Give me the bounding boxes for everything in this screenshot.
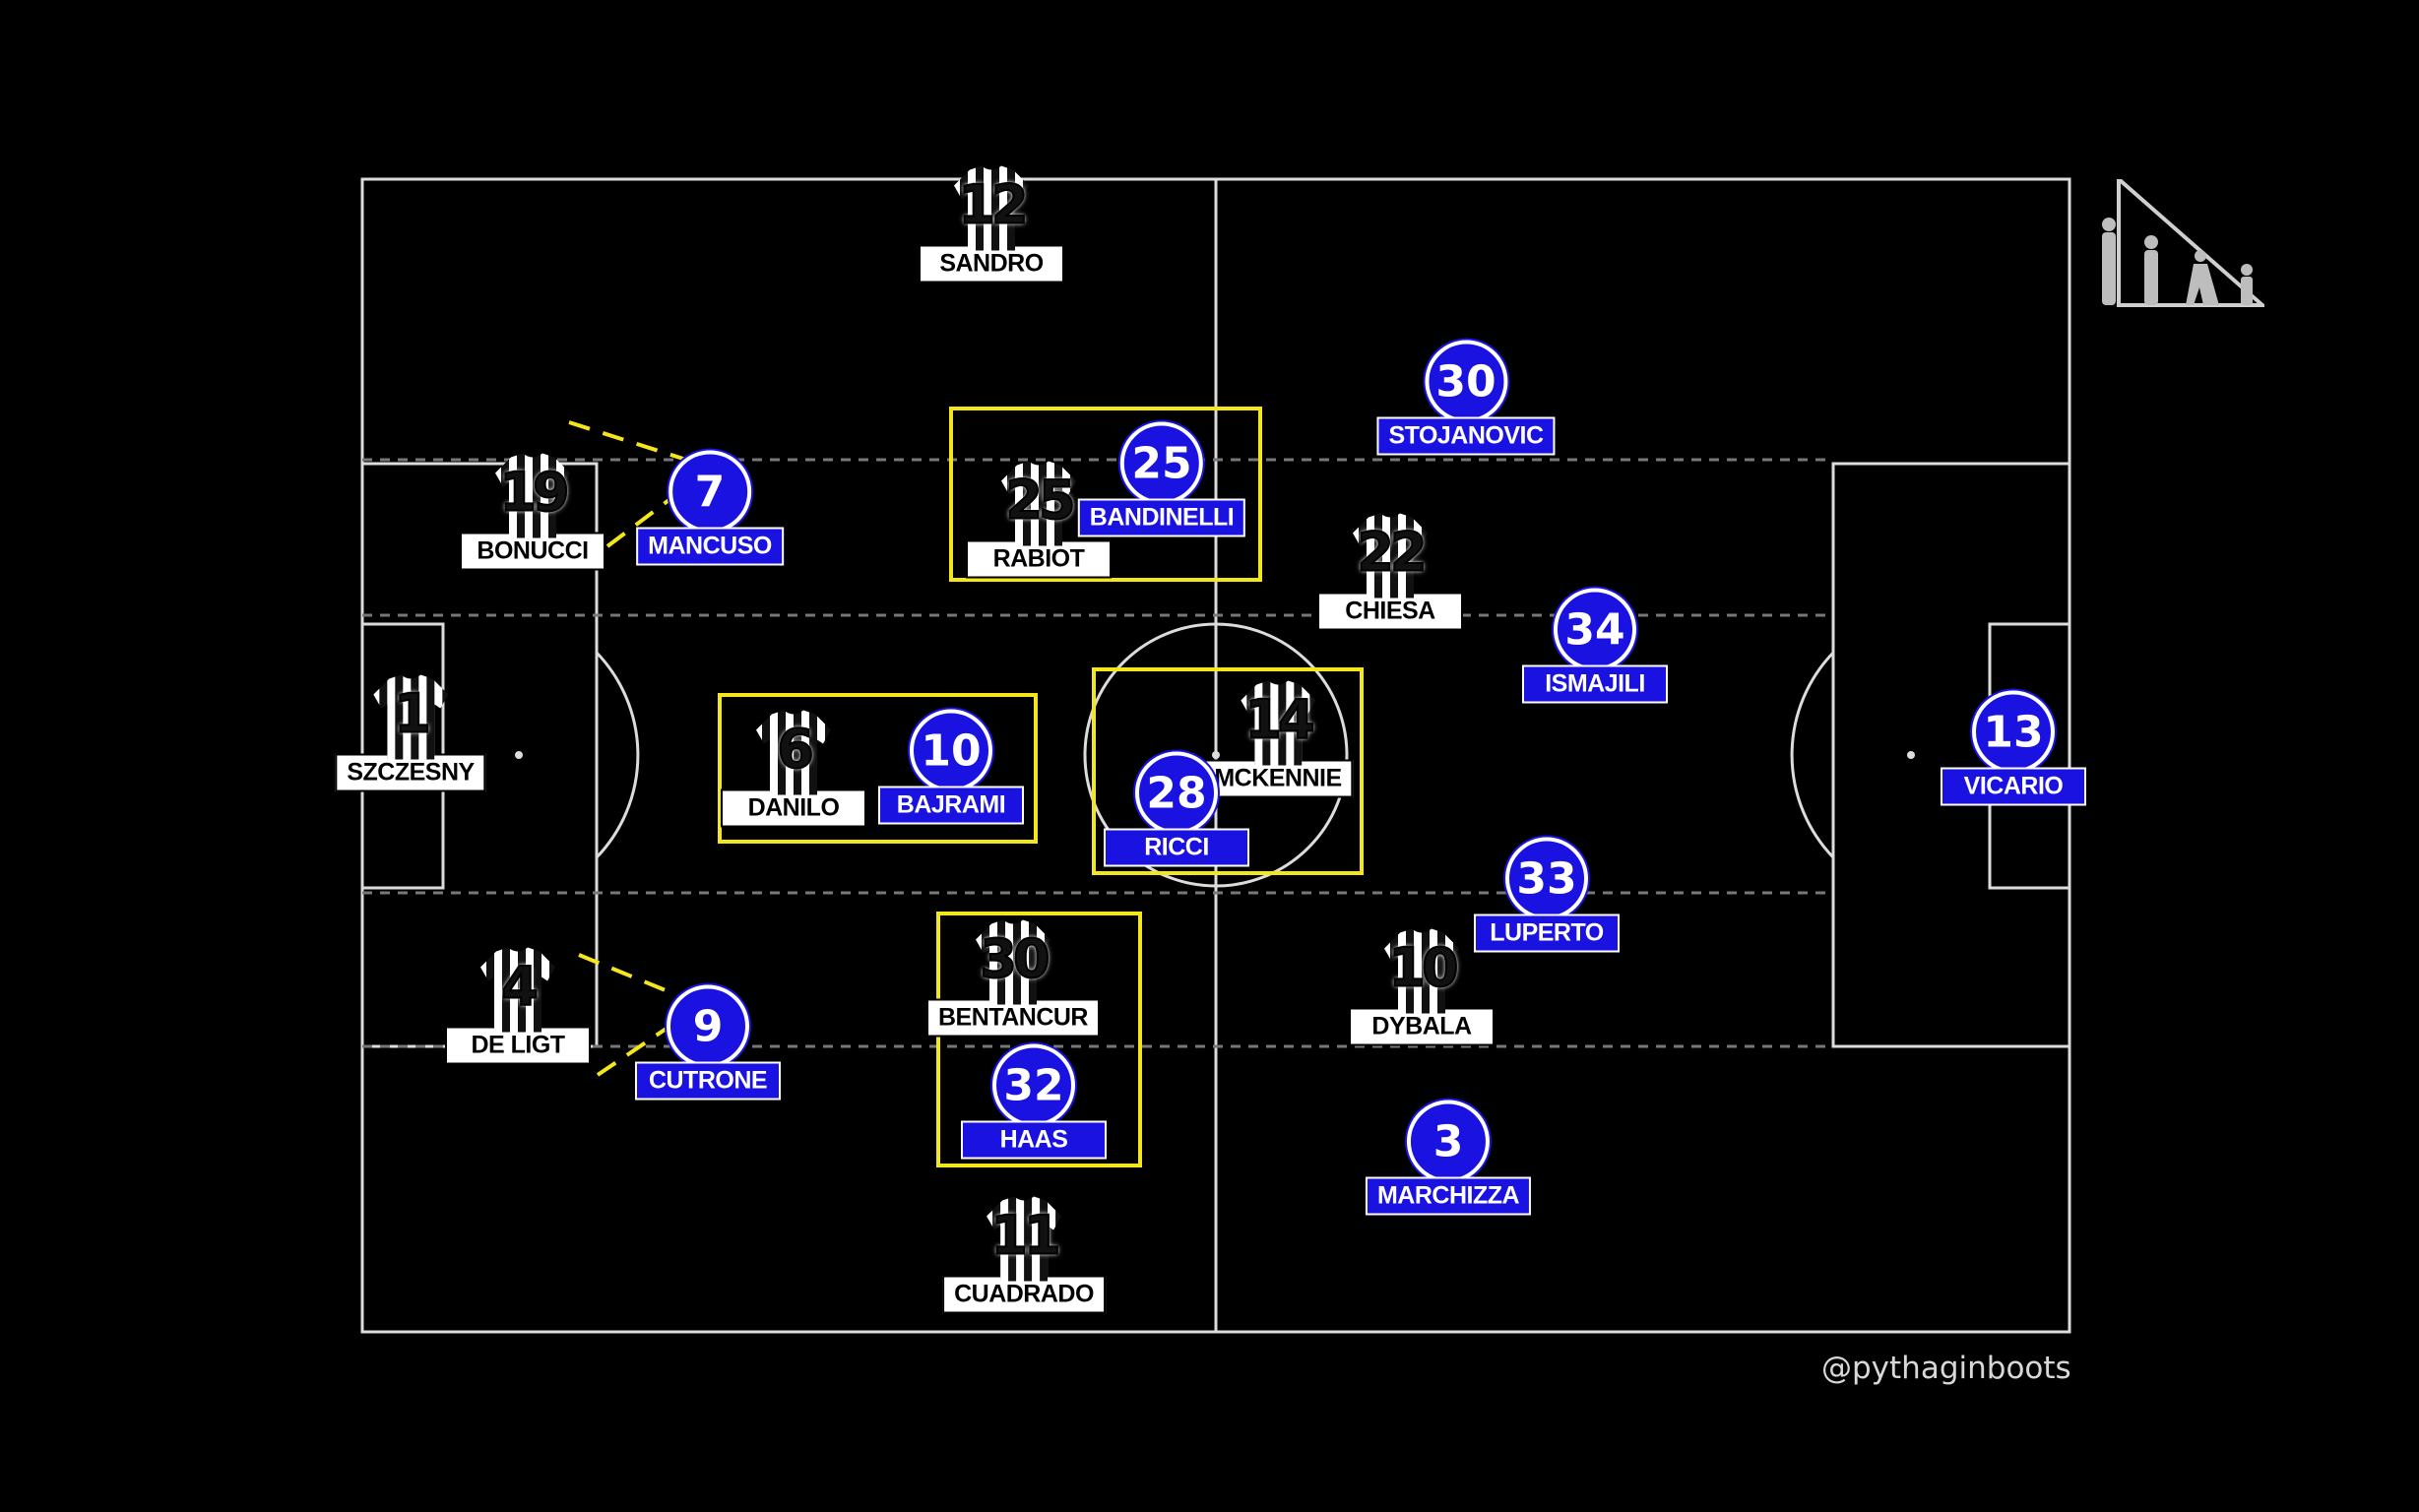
credit-text: @pythaginboots bbox=[1821, 1351, 2071, 1386]
left-penalty-arc bbox=[595, 651, 640, 859]
player-name-tag: DANILO bbox=[721, 788, 866, 828]
striped-shirt-icon: 4 bbox=[478, 947, 557, 1033]
player-juve-rabiot: 25 RABIOT bbox=[966, 461, 1112, 579]
player-number-disc: 28 bbox=[1135, 751, 1218, 835]
player-juve-szczesny: 1 SZCZESNY bbox=[335, 674, 486, 792]
player-opp-haas: 32 HAAS bbox=[961, 1043, 1107, 1160]
player-number-disc: 25 bbox=[1119, 421, 1203, 505]
player-juve-chiesa: 22 CHIESA bbox=[1317, 513, 1463, 631]
press-line-bonucci-upper bbox=[568, 420, 684, 461]
shirt-number: 19 bbox=[498, 461, 570, 525]
shirt-number: 10 bbox=[1387, 936, 1459, 1000]
player-opp-luperto: 33 LUPERTO bbox=[1474, 837, 1620, 953]
highlight-box-bentancur-haas bbox=[936, 912, 1142, 1167]
player-name-tag: HAAS bbox=[961, 1120, 1107, 1160]
player-opp-ismajili: 34 ISMAJILI bbox=[1522, 588, 1668, 704]
player-number-disc: 10 bbox=[910, 709, 992, 792]
shirt-number: 14 bbox=[1243, 688, 1315, 752]
player-opp-ricci: 28 RICCI bbox=[1104, 751, 1249, 867]
player-name-tag: DYBALA bbox=[1349, 1007, 1495, 1046]
player-opp-bajrami: 10 BAJRAMI bbox=[878, 709, 1024, 825]
striped-shirt-icon: 14 bbox=[1239, 680, 1317, 766]
player-name-tag: MARCHIZZA bbox=[1365, 1176, 1532, 1216]
shirt-number: 11 bbox=[989, 1204, 1061, 1268]
right-penalty-spot bbox=[1907, 751, 1915, 759]
pythaginboots-logo-icon bbox=[2102, 179, 2264, 307]
player-juve-bonucci: 19 BONUCCI bbox=[460, 453, 605, 571]
centre-spot bbox=[1212, 751, 1220, 759]
player-name-tag: SZCZESNY bbox=[335, 753, 486, 792]
player-juve-bentancur: 30 BENTANCUR bbox=[926, 919, 1100, 1038]
player-opp-cutrone: 9 CUTRONE bbox=[635, 984, 781, 1101]
player-number-disc: 33 bbox=[1505, 837, 1588, 920]
right-penalty-arc bbox=[1790, 651, 1835, 859]
player-name-tag: RABIOT bbox=[966, 539, 1112, 579]
striped-shirt-icon: 25 bbox=[999, 461, 1078, 546]
player-name-tag: CUADRADO bbox=[942, 1275, 1106, 1314]
player-opp-bandinelli: 25 BANDINELLI bbox=[1077, 421, 1246, 537]
player-name-tag: CUTRONE bbox=[635, 1061, 781, 1101]
player-juve-sandro: 12 SANDRO bbox=[919, 165, 1064, 284]
striped-shirt-icon: 30 bbox=[974, 919, 1052, 1005]
player-name-tag: BAJRAMI bbox=[878, 786, 1024, 825]
highlight-box-rabiot-bandinelli bbox=[949, 407, 1262, 582]
player-juve-dybala: 10 DYBALA bbox=[1349, 928, 1495, 1046]
player-number-disc: 13 bbox=[1972, 690, 2055, 774]
player-juve-mckennie: 14 MCKENNIE bbox=[1202, 680, 1354, 798]
shirt-number: 22 bbox=[1356, 521, 1428, 585]
player-number-disc: 9 bbox=[667, 984, 749, 1068]
player-name-tag: LUPERTO bbox=[1474, 914, 1620, 953]
shirt-number: 6 bbox=[776, 718, 815, 782]
player-name-tag: RICCI bbox=[1104, 828, 1249, 867]
player-opp-marchizza: 3 MARCHIZZA bbox=[1365, 1100, 1532, 1216]
left-penalty-spot bbox=[515, 751, 523, 759]
player-name-tag: DE LIGT bbox=[445, 1026, 591, 1065]
shirt-number: 4 bbox=[500, 955, 540, 1019]
shirt-number: 1 bbox=[393, 682, 432, 746]
player-name-tag: BANDINELLI bbox=[1077, 498, 1246, 537]
player-juve-de-ligt: 4 DE LIGT bbox=[445, 947, 591, 1065]
striped-shirt-icon: 11 bbox=[985, 1196, 1063, 1282]
player-name-tag: STOJANOVIC bbox=[1376, 416, 1556, 456]
player-number-disc: 34 bbox=[1554, 588, 1636, 671]
player-number-disc: 30 bbox=[1424, 340, 1507, 423]
striped-shirt-icon: 10 bbox=[1382, 928, 1461, 1014]
press-line-deligt-upper bbox=[578, 953, 678, 997]
centre-circle bbox=[1083, 622, 1349, 888]
player-opp-vicario: 13 VICARIO bbox=[1941, 690, 2086, 806]
player-juve-cuadrado: 11 CUADRADO bbox=[942, 1196, 1106, 1314]
highlight-box-mckennie-ricci bbox=[1092, 667, 1364, 875]
player-number-disc: 3 bbox=[1407, 1100, 1490, 1183]
player-name-tag: BENTANCUR bbox=[926, 998, 1100, 1038]
shirt-number: 25 bbox=[1004, 469, 1076, 533]
press-line-bonucci-lower bbox=[605, 490, 681, 548]
player-juve-danilo: 6 DANILO bbox=[721, 710, 866, 828]
shirt-number: 12 bbox=[957, 173, 1029, 237]
player-name-tag: VICARIO bbox=[1941, 767, 2086, 806]
player-number-disc: 7 bbox=[668, 450, 751, 534]
player-name-tag: CHIESA bbox=[1317, 592, 1463, 631]
striped-shirt-icon: 22 bbox=[1351, 513, 1430, 598]
striped-shirt-icon: 19 bbox=[493, 453, 572, 538]
player-name-tag: MANCUSO bbox=[636, 527, 784, 566]
striped-shirt-icon: 1 bbox=[371, 674, 450, 760]
highlight-box-danilo-bajrami bbox=[718, 693, 1038, 844]
striped-shirt-icon: 6 bbox=[754, 710, 833, 795]
player-opp-mancuso: 7 MANCUSO bbox=[636, 450, 784, 566]
shirt-number: 30 bbox=[979, 927, 1050, 991]
player-opp-stojanovic: 30 STOJANOVIC bbox=[1376, 340, 1556, 456]
player-number-disc: 32 bbox=[992, 1043, 1075, 1127]
press-line-deligt-lower bbox=[596, 1022, 675, 1077]
striped-shirt-icon: 12 bbox=[952, 165, 1031, 251]
player-name-tag: ISMAJILI bbox=[1522, 664, 1668, 704]
